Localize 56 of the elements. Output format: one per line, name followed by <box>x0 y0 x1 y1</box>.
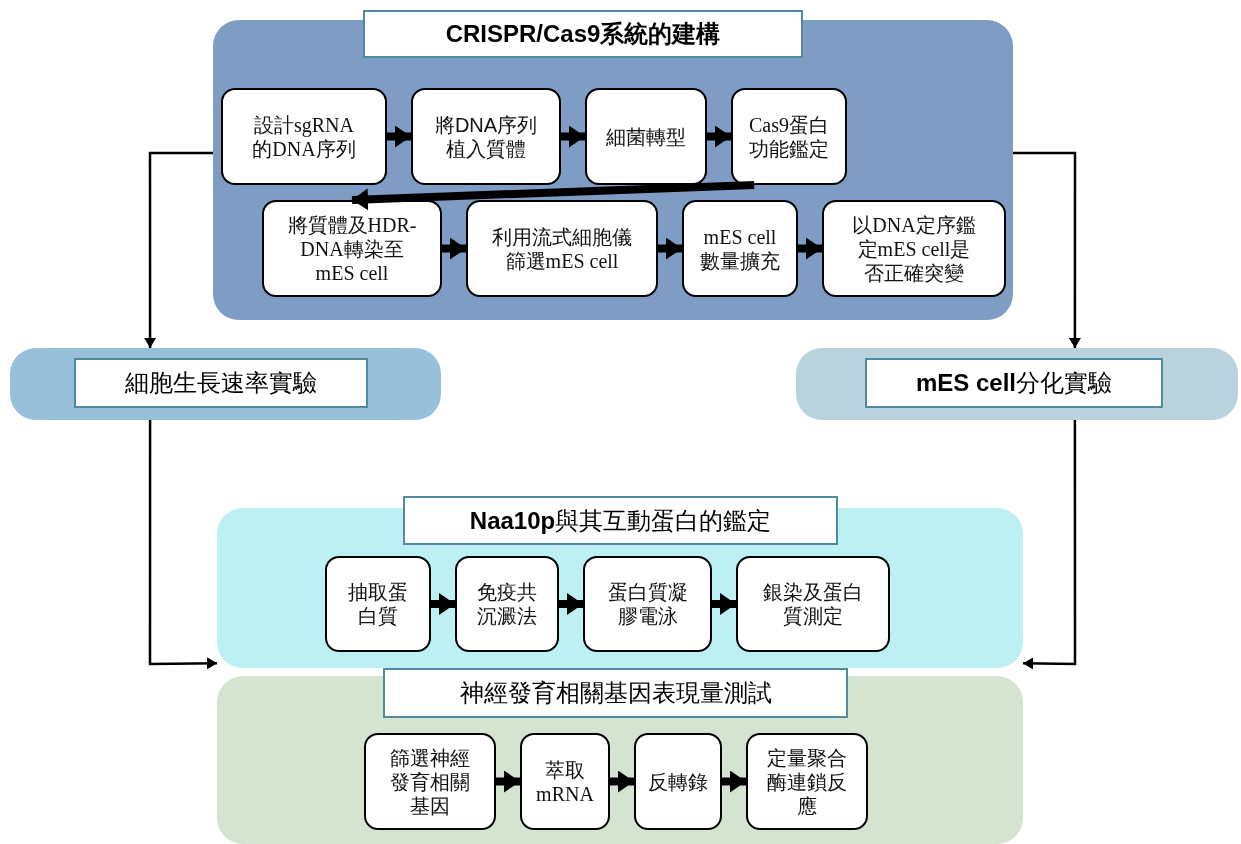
step-text: 銀染及蛋白質測定 <box>762 580 864 628</box>
panel-heading: 細胞生長速率實驗 <box>74 358 368 408</box>
step-text: mES cell數量擴充 <box>699 224 781 273</box>
step-text: 定量聚合酶連鎖反應 <box>766 745 848 818</box>
arrow <box>442 237 466 260</box>
arrow <box>712 593 736 615</box>
arrow <box>1022 420 1077 670</box>
arrow <box>496 770 520 793</box>
process-box <box>221 88 387 185</box>
panel-heading: CRISPR/Cas9系統的建構 <box>363 10 803 58</box>
arrow <box>561 125 585 148</box>
process-box <box>262 200 442 297</box>
step-text: 細菌轉型 <box>605 124 687 149</box>
arrow <box>722 770 746 793</box>
panel-heading: mES cell分化實驗 <box>865 358 1163 408</box>
step-text: 萃取mRNA <box>535 757 595 806</box>
step-text: 免疫共沉澱法 <box>476 580 538 628</box>
process-box <box>583 556 712 652</box>
arrow <box>1013 151 1081 348</box>
step-text: 篩選神經發育相關基因 <box>389 745 471 818</box>
process-panel <box>10 348 441 420</box>
process-box <box>731 88 847 185</box>
arrow <box>351 181 755 211</box>
arrow <box>658 237 682 260</box>
step-text: 將DNA序列植入質體 <box>434 112 538 161</box>
arrow <box>148 420 217 670</box>
process-box <box>585 88 707 185</box>
arrow <box>144 151 213 348</box>
step-text: 利用流式細胞儀篩選mES cell <box>491 224 633 273</box>
process-box <box>736 556 890 652</box>
arrow <box>798 237 822 260</box>
process-box <box>411 88 561 185</box>
process-box <box>520 733 610 830</box>
panel-heading: 神經發育相關基因表現量測試 <box>383 668 848 718</box>
step-text: 反轉錄 <box>647 769 709 794</box>
step-text: 以DNA定序鑑定mES cell是否正確突變 <box>851 212 977 285</box>
process-box <box>822 200 1006 297</box>
process-panel <box>796 348 1238 420</box>
step-text: 設計sgRNA的DNA序列 <box>251 112 357 161</box>
arrow <box>387 125 411 148</box>
process-box <box>325 556 431 652</box>
process-box <box>746 733 868 830</box>
step-text: 將質體及HDR-DNA轉染至mES cell <box>286 212 418 285</box>
arrow <box>559 593 583 615</box>
step-text: 蛋白質凝膠電泳 <box>606 580 689 628</box>
arrow <box>707 125 731 148</box>
process-box <box>466 200 658 297</box>
process-box <box>682 200 798 297</box>
process-box <box>455 556 559 652</box>
arrow <box>431 593 455 615</box>
arrow <box>610 770 634 793</box>
step-text: Cas9蛋白功能鑑定 <box>748 112 830 161</box>
process-box <box>634 733 722 830</box>
process-box <box>364 733 496 830</box>
step-text: 抽取蛋白質 <box>347 580 409 628</box>
panel-heading: Naa10p與其互動蛋白的鑑定 <box>403 496 838 545</box>
